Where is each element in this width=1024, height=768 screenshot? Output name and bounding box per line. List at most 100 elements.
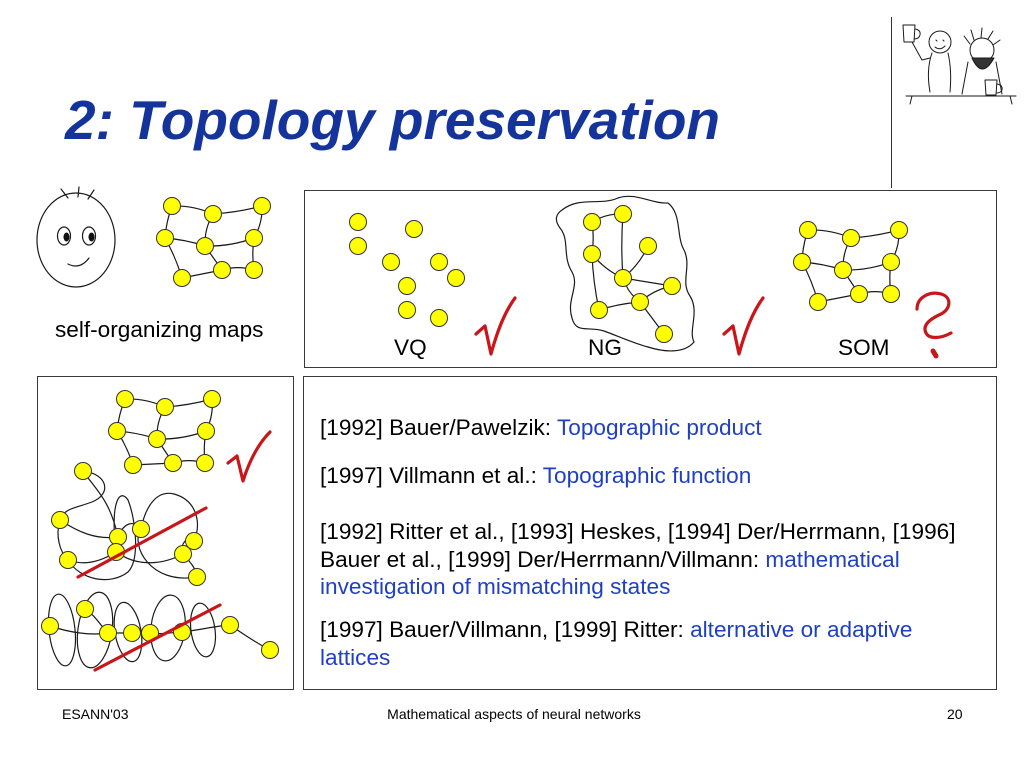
neuron-node bbox=[809, 293, 827, 311]
right-eye bbox=[81, 226, 97, 246]
neuron-node bbox=[583, 245, 601, 263]
red-strike-line bbox=[76, 506, 208, 579]
reference-item: [1992] Ritter et al., [1993] Heskes, [19… bbox=[320, 518, 978, 601]
reference-item: [1997] Bauer/Villmann, [1999] Ritter: al… bbox=[320, 616, 978, 671]
neuron-node bbox=[890, 221, 908, 239]
neuron-node bbox=[188, 568, 206, 586]
neuron-node bbox=[197, 422, 215, 440]
neuron-node bbox=[430, 253, 448, 271]
footer-conference: ESANN'03 bbox=[62, 706, 129, 722]
drinker-left-body bbox=[927, 52, 952, 93]
neuron-node bbox=[447, 269, 465, 287]
neuron-node bbox=[583, 213, 601, 231]
neuron-node bbox=[882, 285, 900, 303]
neighborhood-loop bbox=[189, 602, 217, 658]
reference-citation: [1997] Bauer/Villmann, [1999] Ritter: bbox=[320, 617, 684, 642]
neighborhood-edge bbox=[82, 470, 119, 538]
right-pupil bbox=[88, 232, 95, 242]
reference-topic: mathematical investigation of mismatchin… bbox=[320, 546, 900, 600]
neuron-node bbox=[124, 456, 142, 474]
neuron-node bbox=[116, 390, 134, 408]
neuron-node bbox=[41, 617, 59, 635]
drinker-left-face bbox=[934, 39, 946, 50]
neuron-node bbox=[639, 237, 657, 255]
neuron-node bbox=[109, 528, 127, 546]
neuron-node bbox=[123, 624, 141, 642]
reference-citation: [1992] Ritter et al., [1993] Heskes, [19… bbox=[320, 519, 956, 572]
model-comparison-panel bbox=[304, 190, 997, 368]
neuron-node bbox=[793, 253, 811, 271]
som-caption: self-organizing maps bbox=[55, 317, 264, 342]
reference-topic: Topographic product bbox=[556, 415, 762, 440]
vq-label: VQ bbox=[394, 335, 427, 360]
neuron-node bbox=[132, 520, 150, 538]
neuron-node bbox=[799, 221, 817, 239]
neuron-node bbox=[221, 616, 239, 634]
neuron-node bbox=[614, 269, 632, 287]
neuron-node bbox=[196, 454, 214, 472]
neuron-node bbox=[174, 545, 192, 563]
left-eye bbox=[56, 226, 72, 246]
reference-citation: [1992] Bauer/Pawelzik: bbox=[320, 415, 552, 440]
neuron-node bbox=[253, 197, 271, 215]
node-layer bbox=[41, 197, 908, 659]
neuron-node bbox=[196, 237, 214, 255]
slide-title: 2: Topology preservation bbox=[65, 89, 721, 151]
neuron-node bbox=[204, 205, 222, 223]
neuron-node bbox=[185, 532, 203, 550]
reference-topic: alternative or adaptive lattices bbox=[320, 617, 913, 670]
neuron-node bbox=[59, 551, 77, 569]
question-mark-dot bbox=[930, 348, 939, 359]
neuron-node bbox=[148, 430, 166, 448]
check-mark-icon bbox=[474, 296, 517, 356]
face-outline bbox=[36, 192, 116, 288]
neuron-node bbox=[76, 600, 94, 618]
neural-gas-network-nodes bbox=[583, 205, 681, 343]
well-ordered-map-nodes bbox=[108, 390, 221, 474]
intro-som-grid-nodes bbox=[156, 197, 271, 287]
footer-lecture-title: Mathematical aspects of neural networks bbox=[387, 706, 641, 722]
red-strike-line bbox=[93, 603, 222, 672]
neuron-node bbox=[882, 253, 900, 271]
neuron-node bbox=[842, 229, 860, 247]
map-quality-panel bbox=[37, 376, 294, 690]
drinker-right-hair bbox=[963, 27, 1001, 46]
table-edge bbox=[905, 95, 1017, 105]
twisted-chain-map-nodes bbox=[41, 600, 279, 659]
neuron-node bbox=[245, 229, 263, 247]
smiley-face-icon bbox=[36, 186, 116, 288]
neuron-node bbox=[655, 325, 673, 343]
neuron-node bbox=[213, 261, 231, 279]
ng-label: NG bbox=[588, 335, 622, 360]
neighborhood-edge bbox=[621, 213, 624, 279]
header-divider-line bbox=[891, 17, 892, 188]
folded-map-nodes bbox=[51, 462, 206, 586]
neuron-node bbox=[614, 205, 632, 223]
neuron-node bbox=[163, 197, 181, 215]
neuron-node bbox=[156, 398, 174, 416]
drinker-left-head bbox=[928, 30, 952, 54]
neighborhood-edge bbox=[59, 470, 106, 521]
neuron-node bbox=[108, 422, 126, 440]
check-mark-icon bbox=[226, 430, 272, 483]
page-number: 20 bbox=[947, 706, 963, 722]
beer-mug-icon bbox=[984, 79, 1003, 96]
cartoon-illustration bbox=[902, 24, 1017, 105]
neighborhood-edge bbox=[140, 492, 198, 542]
neural-gas-boundary bbox=[555, 195, 695, 352]
neuron-node bbox=[834, 261, 852, 279]
neuron-node bbox=[173, 269, 191, 287]
neuron-node bbox=[405, 220, 423, 238]
neuron-node bbox=[349, 213, 367, 231]
neuron-node bbox=[663, 277, 681, 295]
drinker-right-beard bbox=[971, 57, 995, 70]
neuron-node bbox=[349, 237, 367, 255]
drinker-right-body bbox=[961, 61, 1003, 95]
beer-mug-icon bbox=[902, 24, 921, 43]
reference-topic: Topographic function bbox=[542, 463, 752, 488]
annotation-marks bbox=[76, 291, 953, 672]
hair-strands bbox=[60, 186, 95, 200]
neuron-node bbox=[74, 462, 92, 480]
check-mark-icon bbox=[722, 296, 765, 356]
